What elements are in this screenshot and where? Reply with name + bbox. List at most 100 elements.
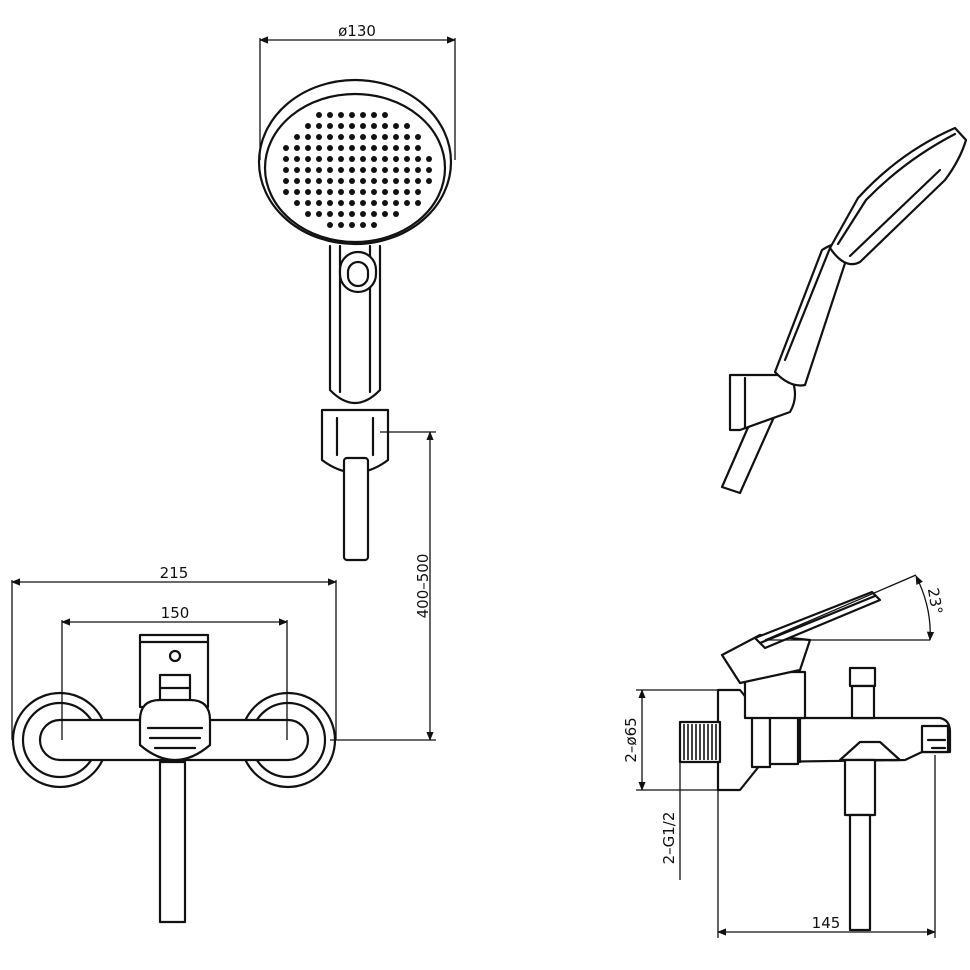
label-flange-diameter: 2–ø65 — [622, 717, 640, 762]
nozzle — [360, 189, 366, 195]
nozzle — [426, 167, 432, 173]
nozzle — [305, 145, 311, 151]
nozzle — [283, 189, 289, 195]
nozzle — [316, 112, 322, 118]
nozzle — [349, 156, 355, 162]
nozzle — [382, 112, 388, 118]
nozzle — [338, 145, 344, 151]
nozzle — [393, 200, 399, 206]
dimension-overall-width: 215 — [11, 564, 337, 740]
nozzle — [349, 211, 355, 217]
nozzle — [360, 156, 366, 162]
nozzle — [415, 167, 421, 173]
dimension-shower-diameter: ø130 — [259, 22, 456, 160]
nozzle — [327, 145, 333, 151]
nozzle — [338, 211, 344, 217]
nozzle — [283, 156, 289, 162]
nozzle — [371, 112, 377, 118]
dimension-holder-height: 400–500 — [330, 431, 436, 741]
nozzle — [382, 123, 388, 129]
label-thread-size: 2–G1/2 — [660, 812, 678, 865]
nozzle — [382, 200, 388, 206]
label-center-distance: 150 — [161, 604, 190, 622]
nozzle — [294, 200, 300, 206]
nozzle — [283, 145, 289, 151]
nozzle — [404, 134, 410, 140]
nozzle — [327, 123, 333, 129]
nozzle — [338, 167, 344, 173]
nozzle — [283, 178, 289, 184]
nozzle — [404, 200, 410, 206]
label-shower-diameter: ø130 — [338, 22, 376, 40]
nozzle — [294, 178, 300, 184]
nozzle — [404, 189, 410, 195]
nozzle — [393, 134, 399, 140]
nozzle — [349, 123, 355, 129]
nozzle — [415, 145, 421, 151]
hand-shower-front-view — [257, 78, 453, 562]
nozzle — [316, 134, 322, 140]
nozzle — [371, 145, 377, 151]
nozzle — [305, 211, 311, 217]
nozzle — [371, 167, 377, 173]
nozzle — [316, 123, 322, 129]
nozzle — [360, 112, 366, 118]
nozzle — [382, 156, 388, 162]
nozzle — [404, 167, 410, 173]
nozzle — [382, 178, 388, 184]
nozzle — [338, 189, 344, 195]
nozzle — [404, 145, 410, 151]
label-handle-angle: 23° — [924, 586, 946, 615]
nozzle — [327, 156, 333, 162]
nozzle — [327, 178, 333, 184]
nozzle — [327, 222, 333, 228]
nozzle — [415, 189, 421, 195]
thread-lines — [683, 724, 717, 760]
nozzle — [415, 134, 421, 140]
dimension-center-distance: 150 — [61, 604, 288, 740]
nozzle — [305, 156, 311, 162]
nozzle — [338, 156, 344, 162]
nozzle — [305, 134, 311, 140]
nozzle — [305, 167, 311, 173]
nozzle — [294, 145, 300, 151]
nozzle — [316, 189, 322, 195]
nozzle — [393, 145, 399, 151]
nozzle — [327, 211, 333, 217]
nozzle — [327, 200, 333, 206]
mixer-body-front-view — [11, 633, 337, 924]
nozzle — [371, 200, 377, 206]
nozzle — [294, 134, 300, 140]
nozzle — [360, 200, 366, 206]
shower-nozzle-grid — [283, 112, 432, 228]
nozzle — [305, 189, 311, 195]
nozzle — [338, 222, 344, 228]
nozzle — [349, 189, 355, 195]
nozzle — [327, 167, 333, 173]
nozzle — [338, 178, 344, 184]
nozzle — [294, 156, 300, 162]
nozzle — [360, 123, 366, 129]
nozzle — [294, 189, 300, 195]
mixer-body-side-view — [678, 590, 952, 932]
nozzle — [338, 123, 344, 129]
nozzle — [360, 145, 366, 151]
hand-shower-side-view — [720, 126, 968, 495]
nozzle — [393, 123, 399, 129]
nozzle — [382, 134, 388, 140]
nozzle — [349, 222, 355, 228]
nozzle — [283, 167, 289, 173]
nozzle — [338, 134, 344, 140]
nozzle — [294, 167, 300, 173]
label-overall-width: 215 — [160, 564, 189, 582]
nozzle — [404, 123, 410, 129]
nozzle — [382, 145, 388, 151]
nozzle — [393, 178, 399, 184]
nozzle — [393, 156, 399, 162]
nozzle — [305, 123, 311, 129]
nozzle — [415, 200, 421, 206]
nozzle — [360, 134, 366, 140]
nozzle — [371, 189, 377, 195]
nozzle — [349, 200, 355, 206]
